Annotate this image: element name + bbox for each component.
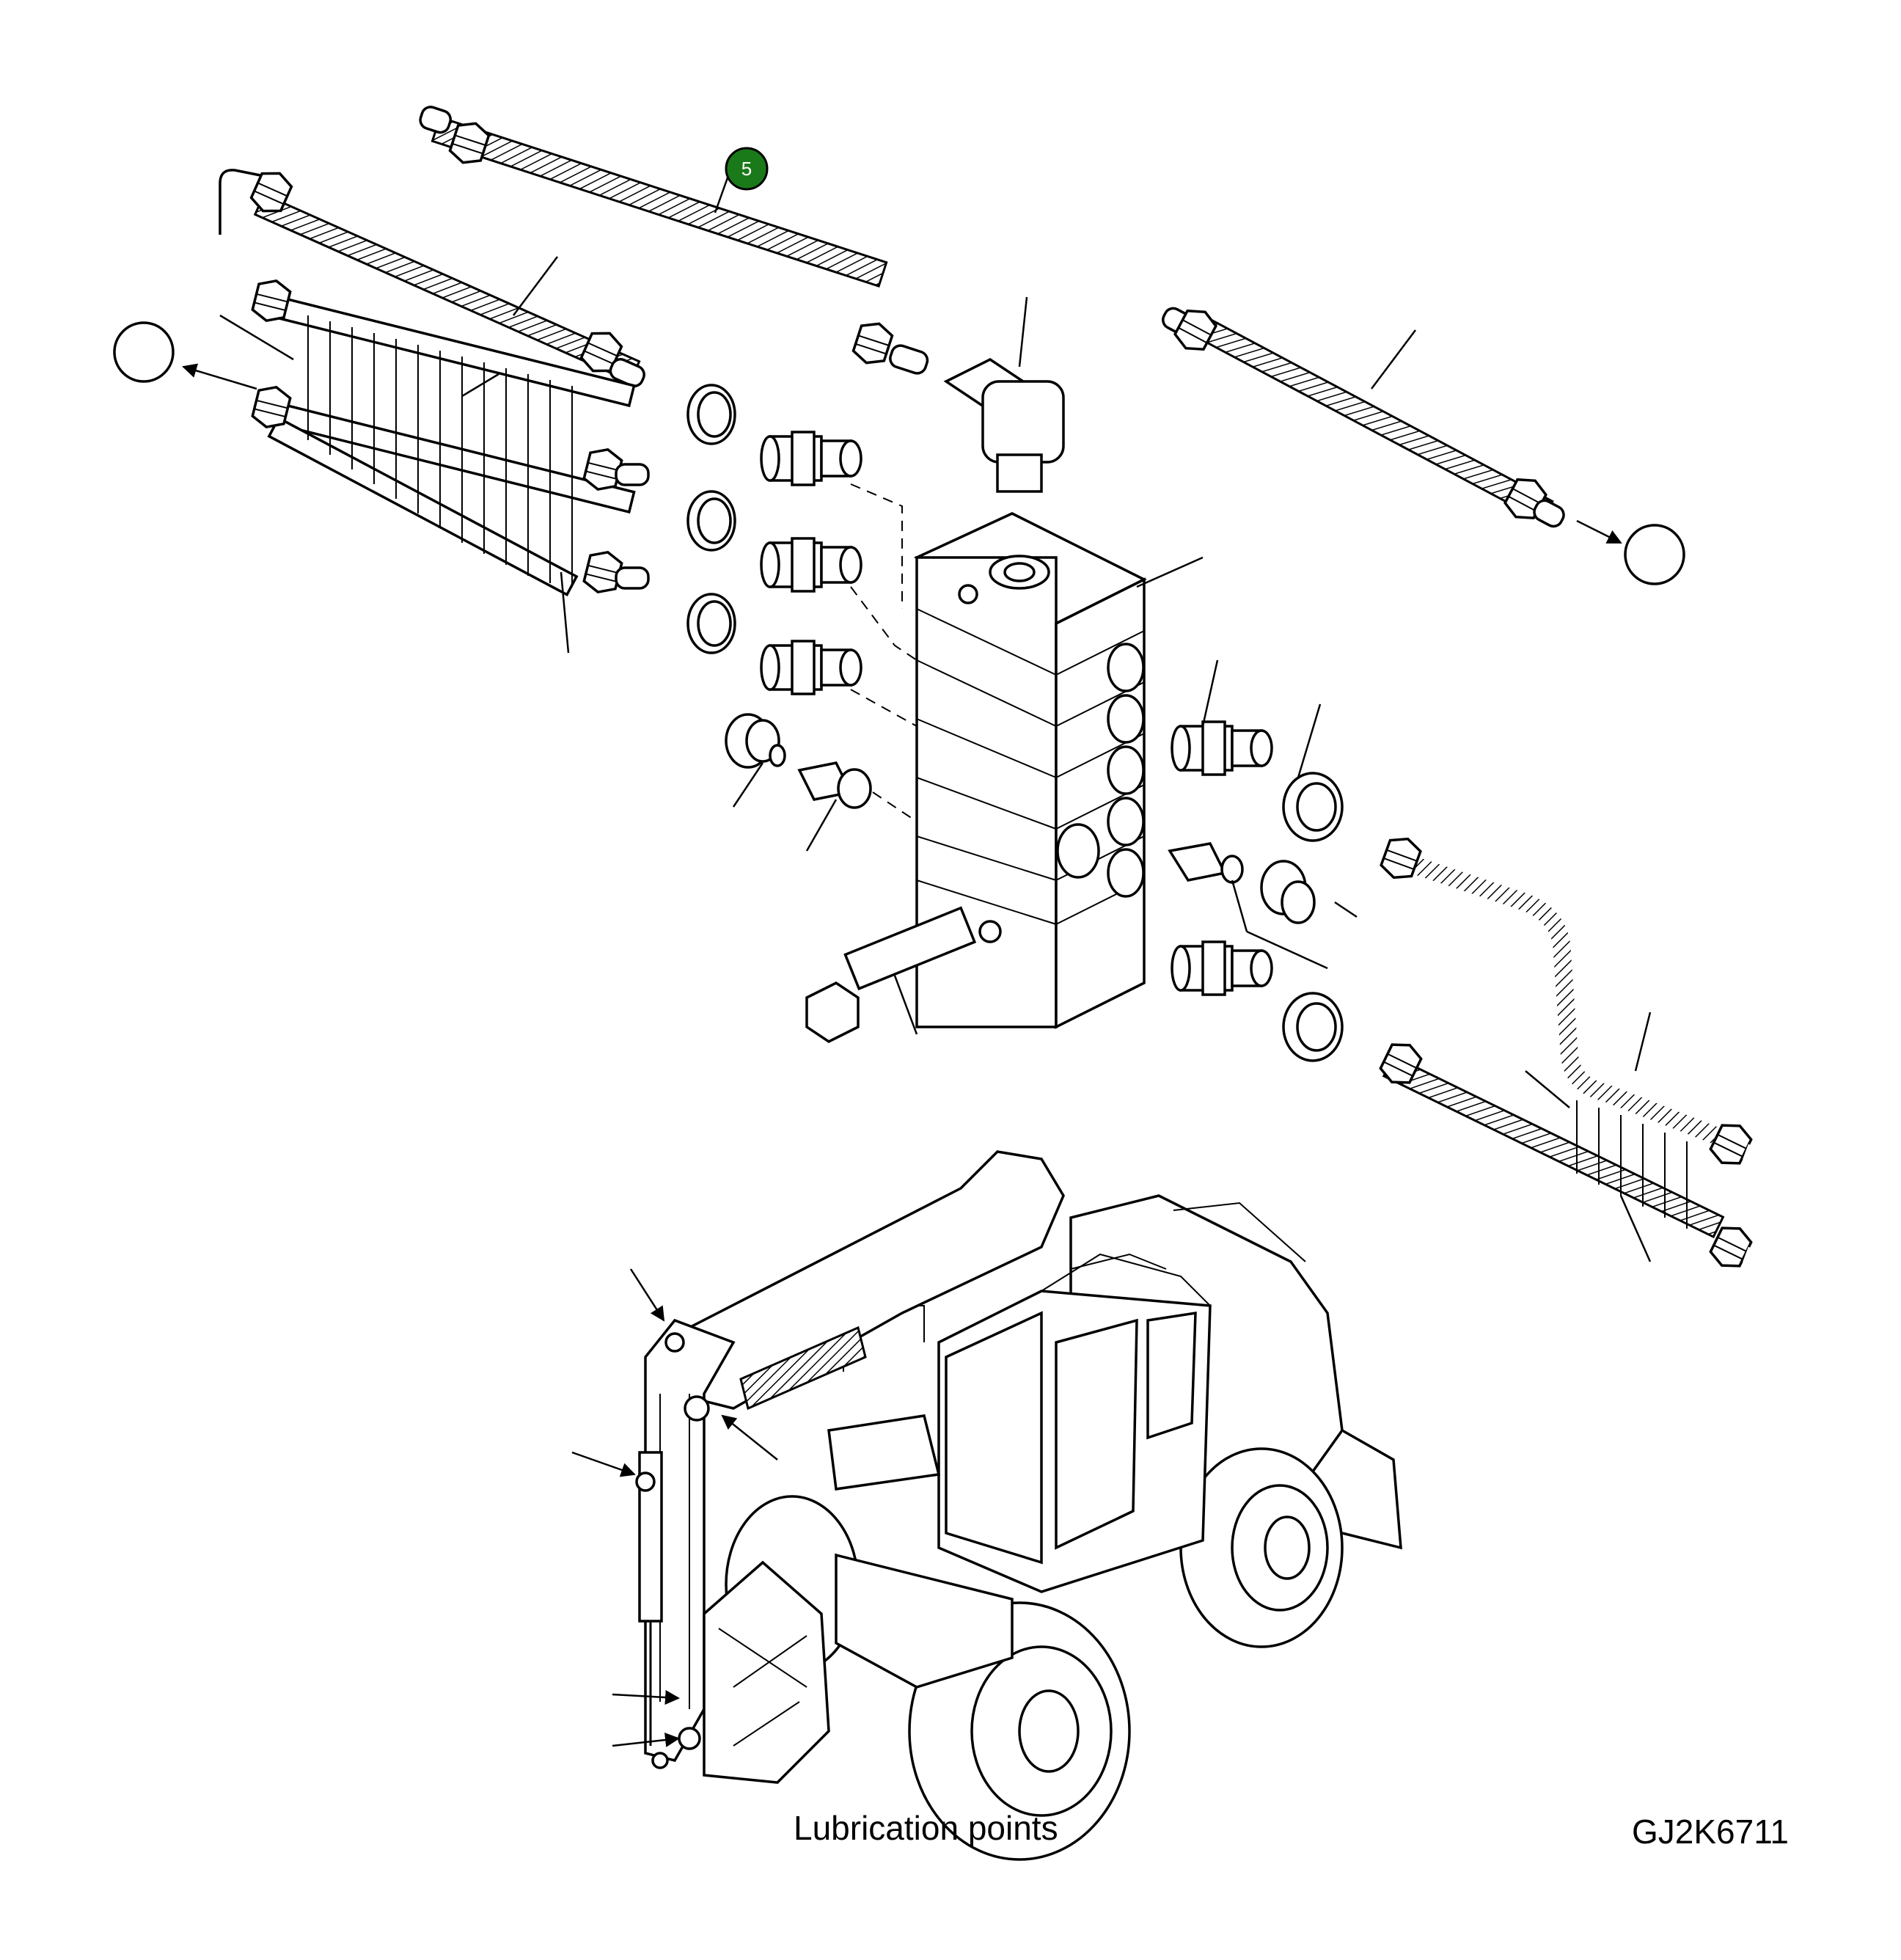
pipe-top-right — [1162, 303, 1565, 528]
drawing-code: GJ2K6711 — [1632, 1813, 1789, 1851]
elbow-fitting — [943, 357, 1065, 493]
grease-nipple-left — [797, 761, 917, 822]
pipe-bundle-right — [1376, 832, 1783, 1306]
excavator-illustration — [571, 1150, 1402, 1861]
mounting-bolt — [805, 906, 977, 1044]
reference-circle-left — [113, 321, 175, 383]
right-fittings — [1168, 720, 1344, 1062]
left-fittings — [686, 384, 917, 727]
reference-circle-right — [1624, 524, 1685, 585]
pipe-bundle-left — [249, 275, 650, 598]
leader-lines — [219, 161, 1652, 1262]
pipe-top-second — [219, 165, 645, 388]
grease-cap-left — [725, 713, 786, 769]
diagram-caption: Lubrication points — [794, 1809, 1058, 1847]
callout-5-label: 5 — [741, 158, 752, 180]
callout-5[interactable]: 5 — [725, 147, 769, 191]
pipe-top-long — [419, 106, 929, 375]
callout-5-circle — [725, 147, 769, 191]
